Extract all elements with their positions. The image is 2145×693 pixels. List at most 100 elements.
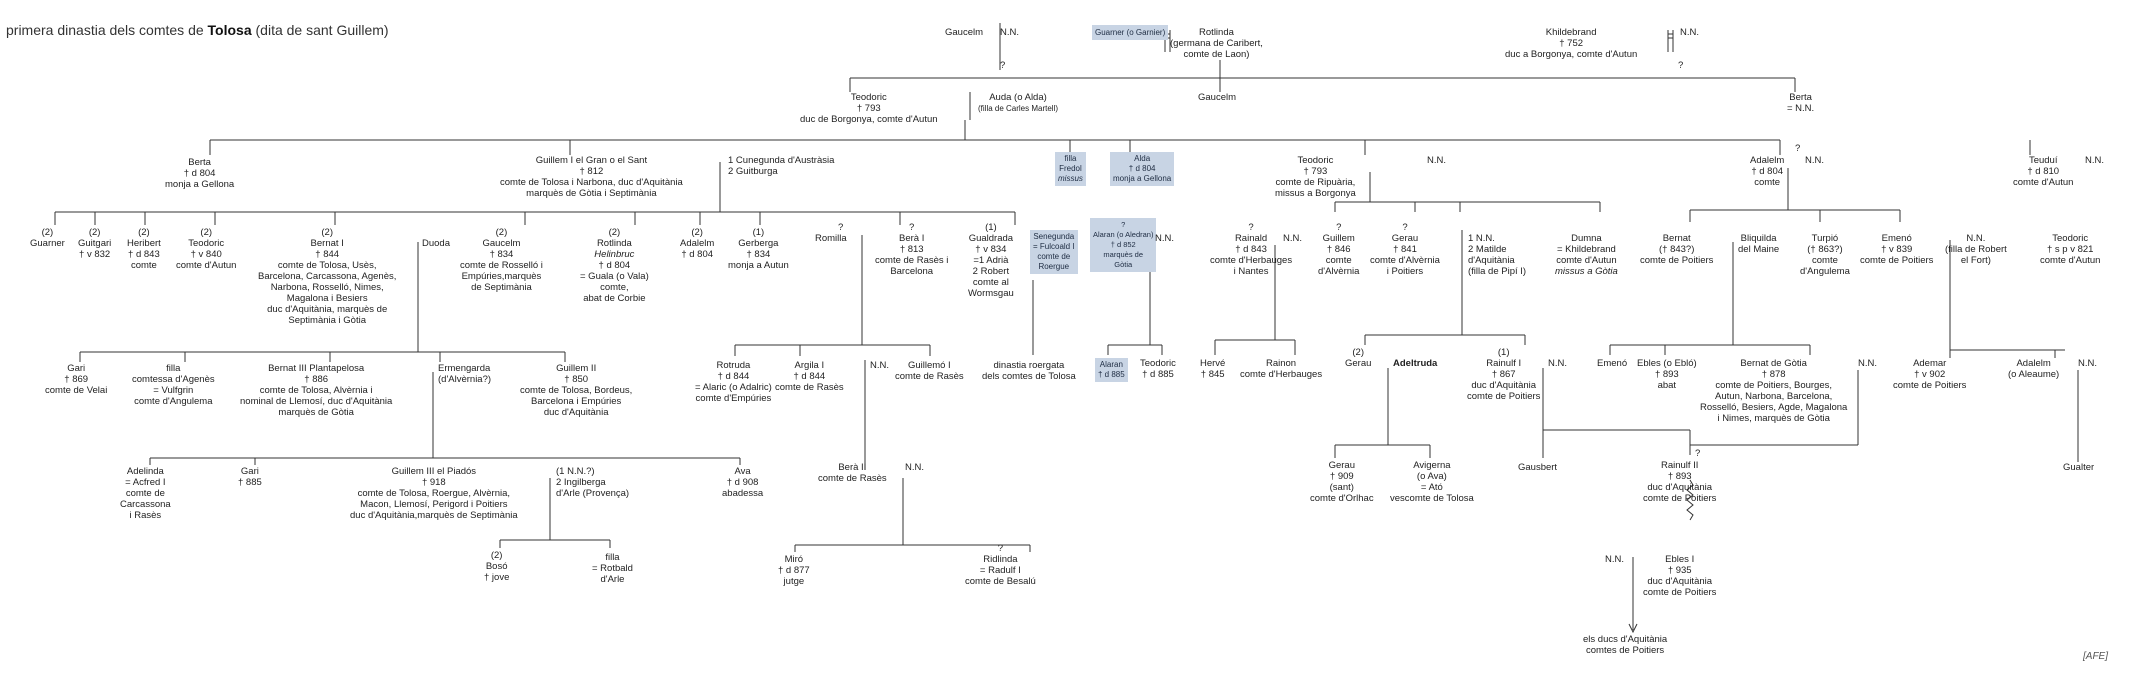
node-line: comte xyxy=(1812,255,1838,266)
node-line: Guillem I el Gran o el Sant xyxy=(535,155,648,166)
node-line: † 893 xyxy=(1654,369,1679,380)
node-line: duc d'Aquitània xyxy=(1647,482,1713,493)
node-line: (2) xyxy=(490,550,503,561)
node-line: N.N. xyxy=(905,462,924,473)
node-line: Alaran xyxy=(1099,360,1123,369)
node-line: comte de Poitiers, Bourges, xyxy=(1715,380,1833,391)
node-line: marquès de Gòtia xyxy=(278,407,354,418)
node-line: abat de Corbie xyxy=(583,293,646,304)
uncertain-mark: ? xyxy=(1795,143,1800,154)
node-line: Gari xyxy=(240,466,259,477)
gari-885: Gari† 885 xyxy=(238,466,262,488)
node-line: Bliquilda xyxy=(1740,233,1777,244)
boso: (2)Bosó† jove xyxy=(484,550,509,583)
node-line: del Maine xyxy=(1738,244,1780,255)
node-line: comte d'Empúries xyxy=(695,393,772,404)
node-line: N.N. xyxy=(2078,358,2097,369)
node-line: Gaucelm xyxy=(482,238,521,249)
node-line: filla xyxy=(166,363,181,374)
node-line: ? xyxy=(997,543,1004,554)
node-line: i Rasès xyxy=(129,510,162,521)
node-line: † d 852 xyxy=(1110,240,1136,249)
node-line: 2 Matilde xyxy=(1468,244,1507,255)
node-line: monja a Autun xyxy=(728,260,789,271)
node-line: = Ató xyxy=(1420,482,1443,493)
node-line: missus a Borgonya xyxy=(1275,188,1356,199)
node-line: Barcelona i Empúries xyxy=(531,396,622,407)
node-line: (germana de Caribert, xyxy=(1170,38,1263,49)
credit: [AFE] xyxy=(2083,651,2109,662)
node-line: † v 839 xyxy=(1881,244,1913,255)
node-line: comte de Ripuària, xyxy=(1275,177,1356,188)
gaucelm-mid: Gaucelm xyxy=(1198,92,1236,103)
node-line: Auda (o Alda) xyxy=(989,92,1047,103)
node-line: N.N. xyxy=(1605,554,1624,565)
node-line: † 834 xyxy=(489,249,514,260)
node-line: marquès de xyxy=(1103,250,1144,259)
adalelm-2: (2)Adalelm† d 804 xyxy=(680,227,714,260)
node-line: Rotlinda xyxy=(596,238,632,249)
node-line: Barcelona xyxy=(890,266,934,277)
node-line: † d 844 xyxy=(793,371,826,382)
node-line: (2) xyxy=(691,227,703,238)
node-line: Gerau xyxy=(1328,460,1355,471)
node-line: 2 Robert xyxy=(972,266,1010,277)
node-line: Turpió xyxy=(1811,233,1839,244)
node-line: Helinbruc xyxy=(594,249,635,260)
nn-spouse: N.N. xyxy=(1000,27,1019,38)
node-line: d'Angulema xyxy=(1800,266,1850,277)
node-line: Senegunda xyxy=(1033,232,1075,241)
node-line: Gaucelm xyxy=(1198,92,1237,103)
nn-spouse: N.N. xyxy=(1155,233,1174,244)
romilla: Romilla xyxy=(815,233,847,244)
node-line: Septimània i Gòtia xyxy=(288,315,366,326)
node-line: Macon, Llemosí, Perigord i Poitiers xyxy=(360,499,508,510)
node-line: N.N. xyxy=(1805,155,1824,166)
node-line: Teodoric xyxy=(1140,358,1176,369)
node-line: (2) xyxy=(88,227,101,238)
node-line: = Alaric (o Adalric) xyxy=(695,382,772,393)
alaran-885: Alaran† d 885 xyxy=(1095,358,1128,382)
node-line: Berà I xyxy=(899,233,925,244)
nn-spouse: N.N. xyxy=(1548,358,1567,369)
node-line: comte de Laon) xyxy=(1183,49,1250,60)
node-line: Romilla xyxy=(815,233,847,244)
node-line: de Septimània xyxy=(471,282,532,293)
node-line: comte xyxy=(130,260,157,271)
node-line: d'Alvèrnia xyxy=(1318,266,1360,277)
node-line: Gausbert xyxy=(1518,462,1558,473)
node-line: Adalelm xyxy=(1750,155,1785,166)
node-line: comte de Rosselló i xyxy=(460,260,543,271)
node-line: comte de Besalú xyxy=(965,576,1036,587)
node-line: † 909 xyxy=(1329,471,1354,482)
node-line: filla xyxy=(605,552,620,563)
node-line: † d 843 xyxy=(1235,244,1267,255)
node-line: =1 Adrià xyxy=(973,255,1009,266)
node-line: Teodoric xyxy=(850,92,887,103)
node-line: Berta xyxy=(188,157,211,168)
node-line: = Acfred I xyxy=(125,477,166,488)
node-line: Guillemó I xyxy=(907,360,951,371)
node-line: (filla de Pipí I) xyxy=(1468,266,1527,277)
node-line: = Khildebrand xyxy=(1556,244,1616,255)
node-line: Roergue xyxy=(1038,262,1070,271)
node-line: Heribert xyxy=(127,238,161,249)
node-line: († 843?) xyxy=(1659,244,1695,255)
node-line: Guillem xyxy=(1322,233,1355,244)
node-line: N.N. xyxy=(1966,233,1986,244)
node-line: abat xyxy=(1657,380,1677,391)
node-line: monja a Gellona xyxy=(165,179,235,190)
